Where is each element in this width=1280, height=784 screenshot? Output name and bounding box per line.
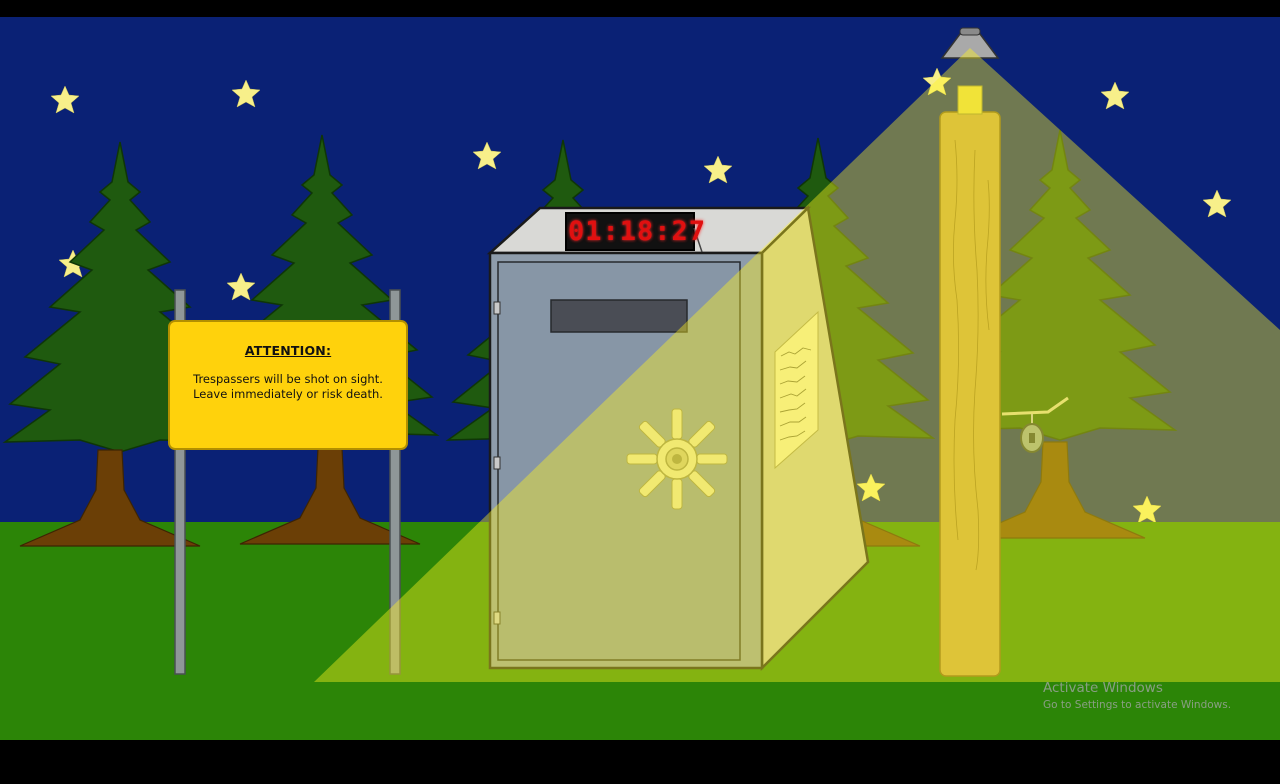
warning-sign[interactable]: [168, 320, 408, 450]
timer-panel: [565, 212, 695, 251]
vault-wheel-icon[interactable]: [626, 408, 728, 510]
light-beam: [314, 48, 1280, 682]
letterbox-top: [0, 0, 1280, 17]
lamp-post[interactable]: [939, 27, 1001, 677]
letterbox-bottom: [0, 740, 1280, 784]
hinge-icon: [493, 456, 501, 470]
safe[interactable]: [486, 205, 870, 672]
paper-note[interactable]: [774, 310, 819, 470]
safe-slot[interactable]: [550, 299, 688, 333]
padlock-hook[interactable]: [1001, 396, 1069, 453]
timer-wire: [693, 227, 703, 253]
hinge-icon: [493, 301, 501, 315]
hinge-icon: [493, 611, 501, 625]
sign-posts: [174, 289, 401, 675]
